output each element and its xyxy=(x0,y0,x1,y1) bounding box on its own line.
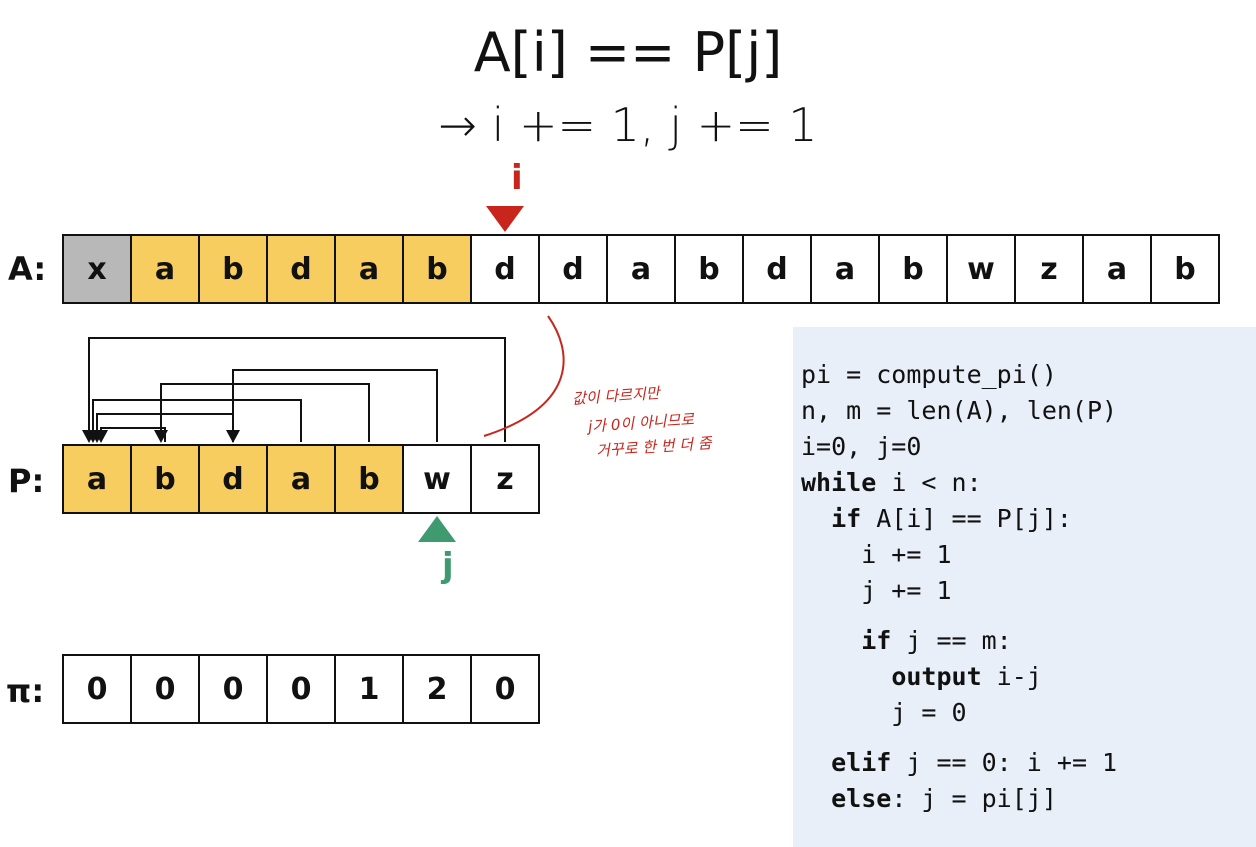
annotation-note-line-1: 값이 다르지만 xyxy=(571,383,661,409)
code-text: i-j xyxy=(981,662,1042,691)
code-line: j += 1 xyxy=(801,573,1256,609)
code-text: j = 0 xyxy=(801,698,967,727)
pi-row-cell: 2 xyxy=(402,654,472,724)
failure-link-arrowhead xyxy=(86,430,100,443)
failure-link-arrowhead xyxy=(154,430,168,443)
text-row-cell: b xyxy=(1150,234,1220,304)
code-text xyxy=(801,784,831,813)
code-line: j = 0 xyxy=(801,695,1256,731)
failure-link-arrowhead xyxy=(90,430,104,443)
text-row-cell: d xyxy=(742,234,812,304)
code-text: n, m = len(A), len(P) xyxy=(801,396,1118,425)
annotation-note-line-2: j가 0이 아니므로 xyxy=(587,410,695,436)
failure-link-arrowhead xyxy=(82,430,96,443)
code-text: i=0, j=0 xyxy=(801,432,922,461)
failure-link-line xyxy=(160,383,370,442)
text-row-cell: b xyxy=(878,234,948,304)
pattern-row-cell: d xyxy=(198,444,268,514)
code-text xyxy=(801,626,861,655)
pi-row-cell: 0 xyxy=(62,654,132,724)
code-line: else: j = pi[j] xyxy=(801,781,1256,817)
pi-row-cell: 1 xyxy=(334,654,404,724)
text-row-cell: a xyxy=(1082,234,1152,304)
text-row-cell: b xyxy=(198,234,268,304)
pattern-row-cell: z xyxy=(470,444,540,514)
code-keyword: if xyxy=(831,504,862,533)
failure-link-line xyxy=(232,369,438,442)
text-row-cell: z xyxy=(1014,234,1084,304)
code-keyword: elif xyxy=(831,748,892,777)
code-text: j == 0: i += 1 xyxy=(891,748,1118,777)
text-row-cell: d xyxy=(538,234,608,304)
failure-link-arrowhead xyxy=(94,430,108,443)
code-text: i < n: xyxy=(876,468,982,497)
text-row-cell: a xyxy=(606,234,676,304)
pi-row-label: π: xyxy=(6,672,45,710)
code-line: if j == m: xyxy=(801,623,1256,659)
annotation-curve xyxy=(483,315,565,437)
pointer-i-label: i xyxy=(511,158,523,198)
pointer-i-arrow xyxy=(486,206,524,232)
code-line: pi = compute_pi() xyxy=(801,357,1256,393)
text-row-cell: a xyxy=(810,234,880,304)
pi-row-cell: 0 xyxy=(266,654,336,724)
slide-title: A[i] == P[j] xyxy=(473,21,783,84)
code-panel: pi = compute_pi() n, m = len(A), len(P) i=… xyxy=(793,327,1256,847)
pattern-row-cell: b xyxy=(334,444,404,514)
failure-link-line xyxy=(88,337,506,442)
code-text xyxy=(801,748,831,777)
pointer-j-label: j xyxy=(442,546,454,586)
code-keyword: output xyxy=(891,662,982,691)
pi-row-cell: 0 xyxy=(130,654,200,724)
pointer-j-arrow xyxy=(418,516,456,542)
code-text: j == m: xyxy=(891,626,1012,655)
code-line: output i-j xyxy=(801,659,1256,695)
pattern-row-cell: b xyxy=(130,444,200,514)
text-row-cell: a xyxy=(334,234,404,304)
code-keyword: while xyxy=(801,468,877,497)
code-line: if A[i] == P[j]: xyxy=(801,501,1256,537)
failure-link-line xyxy=(96,413,234,442)
text-row-cell: a xyxy=(130,234,200,304)
code-line: i=0, j=0 xyxy=(801,429,1256,465)
code-keyword: else xyxy=(831,784,892,813)
slide-subtitle: → i += 1, j += 1 xyxy=(438,98,818,152)
pattern-row-cell: a xyxy=(62,444,132,514)
text-row-cell: x xyxy=(62,234,132,304)
failure-link-line xyxy=(92,399,302,442)
text-row-cell: b xyxy=(402,234,472,304)
code-text xyxy=(801,504,831,533)
text-row-cell: w xyxy=(946,234,1016,304)
pi-row-cell: 0 xyxy=(470,654,540,724)
text-row-cell: b xyxy=(674,234,744,304)
code-text: : j = pi[j] xyxy=(891,784,1057,813)
code-line: while i < n: xyxy=(801,465,1256,501)
code-text xyxy=(801,662,891,691)
pi-row-cell: 0 xyxy=(198,654,268,724)
pattern-row-cell: a xyxy=(266,444,336,514)
text-row-cell: d xyxy=(266,234,336,304)
code-line: i += 1 xyxy=(801,537,1256,573)
failure-link-line xyxy=(100,427,166,442)
failure-link-arrowhead xyxy=(226,430,240,443)
code-text: i += 1 xyxy=(801,540,952,569)
pattern-row-label: P: xyxy=(8,462,45,500)
code-text: pi = compute_pi() xyxy=(801,360,1057,389)
text-row-label: A: xyxy=(8,250,47,288)
code-line: n, m = len(A), len(P) xyxy=(801,393,1256,429)
code-text: j += 1 xyxy=(801,576,952,605)
code-keyword: if xyxy=(861,626,892,655)
pattern-row-cell: w xyxy=(402,444,472,514)
annotation-note-line-3: 거꾸로 한 번 더 줌 xyxy=(595,433,713,461)
code-line: elif j == 0: i += 1 xyxy=(801,745,1256,781)
code-text: A[i] == P[j]: xyxy=(861,504,1072,533)
text-row-cell: d xyxy=(470,234,540,304)
